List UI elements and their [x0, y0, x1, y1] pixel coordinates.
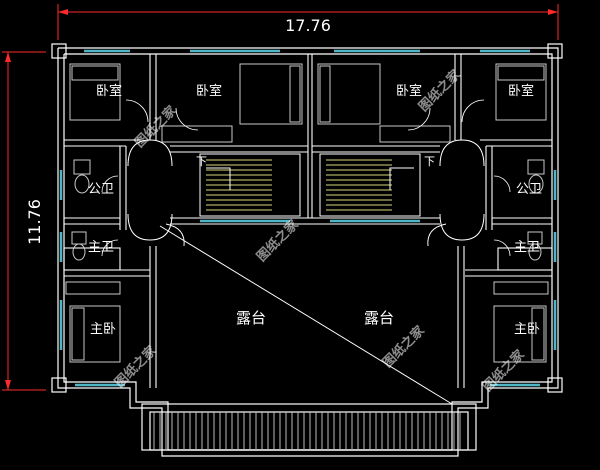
room-label-bedroom-3: 卧室 — [396, 83, 422, 99]
terrace-diagonal — [159, 225, 453, 405]
room-label-terrace-right: 露台 — [364, 309, 394, 327]
dimension-arrows — [5, 9, 558, 390]
room-label-ensuite-right: 主卫 — [514, 240, 540, 255]
bathroom-fixtures — [71, 159, 545, 261]
room-label-bathroom-left: 公卫 — [88, 182, 114, 197]
watermark-5: 图纸之家 — [380, 322, 429, 371]
room-label-bathroom-right: 公卫 — [516, 182, 542, 197]
stair-down-label-left: 下 — [196, 155, 207, 168]
room-label-master-left: 主卧 — [90, 322, 116, 337]
staircase — [199, 153, 421, 217]
windows — [59, 49, 557, 387]
watermark-3: 图纸之家 — [254, 216, 303, 265]
dimension-lines — [2, 4, 559, 391]
height-dimension-label: 11.76 — [25, 199, 44, 245]
room-label-bedroom-1: 卧室 — [96, 83, 122, 99]
width-dimension-label: 17.76 — [285, 16, 331, 35]
doors — [101, 99, 511, 257]
stair-arrows — [206, 167, 414, 190]
exterior-walls — [51, 43, 563, 457]
room-label-bedroom-2: 卧室 — [196, 83, 222, 99]
stair-down-label-right: 下 — [424, 155, 435, 168]
room-label-master-right: 主卧 — [514, 322, 540, 337]
wardrobes — [65, 125, 549, 295]
beds — [69, 63, 547, 363]
interior-walls — [63, 54, 553, 388]
room-label-terrace-left: 露台 — [236, 309, 266, 327]
watermark-2: 图纸之家 — [416, 66, 465, 115]
room-label-ensuite-left: 主卫 — [88, 240, 114, 255]
room-label-bedroom-4: 卧室 — [508, 83, 534, 99]
corridor-arches — [127, 139, 485, 247]
parapet-balusters — [153, 412, 461, 450]
